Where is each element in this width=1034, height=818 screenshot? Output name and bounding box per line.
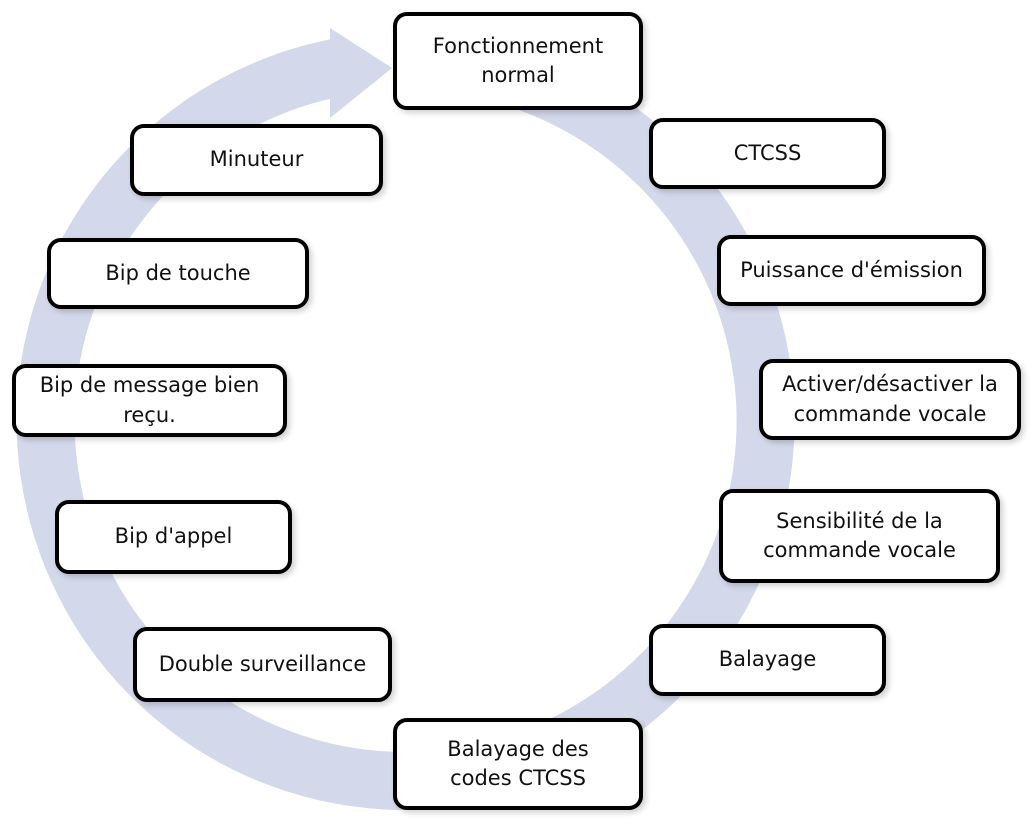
node-activer-commande-vocale: Activer/désactiver la commande vocale (759, 359, 1021, 440)
node-double-surveillance: Double surveillance (133, 627, 392, 702)
node-label: Sensibilité de la commande vocale (763, 508, 956, 562)
node-balayage-codes-ctcss: Balayage des codes CTCSS (393, 718, 643, 810)
node-sensibilite-commande-vocale: Sensibilité de la commande vocale (719, 489, 1000, 583)
node-label: Puissance d'émission (740, 257, 963, 282)
node-label: Activer/désactiver la commande vocale (782, 372, 998, 426)
node-label: Bip d'appel (114, 524, 233, 549)
node-bip-touche: Bip de touche (47, 238, 309, 309)
node-label: Bip de touche (105, 260, 251, 285)
node-bip-appel: Bip d'appel (55, 500, 292, 574)
node-bip-message: Bip de message bien reçu. (12, 364, 287, 437)
node-label: Bip de message bien reçu. (39, 373, 260, 427)
node-balayage: Balayage (649, 624, 886, 696)
node-label: Double surveillance (158, 651, 367, 676)
node-label: Fonctionnement normal (432, 33, 604, 87)
node-label: Minuteur (209, 147, 304, 172)
node-minuteur: Minuteur (130, 124, 383, 196)
node-label: Balayage (718, 647, 817, 672)
node-fonctionnement-normal: Fonctionnement normal (393, 12, 643, 110)
node-puissance-emission: Puissance d'émission (717, 235, 986, 306)
node-ctcss: CTCSS (649, 118, 886, 189)
arrow-head (330, 28, 392, 118)
node-label: CTCSS (733, 140, 802, 165)
node-label: Balayage des codes CTCSS (447, 736, 589, 790)
